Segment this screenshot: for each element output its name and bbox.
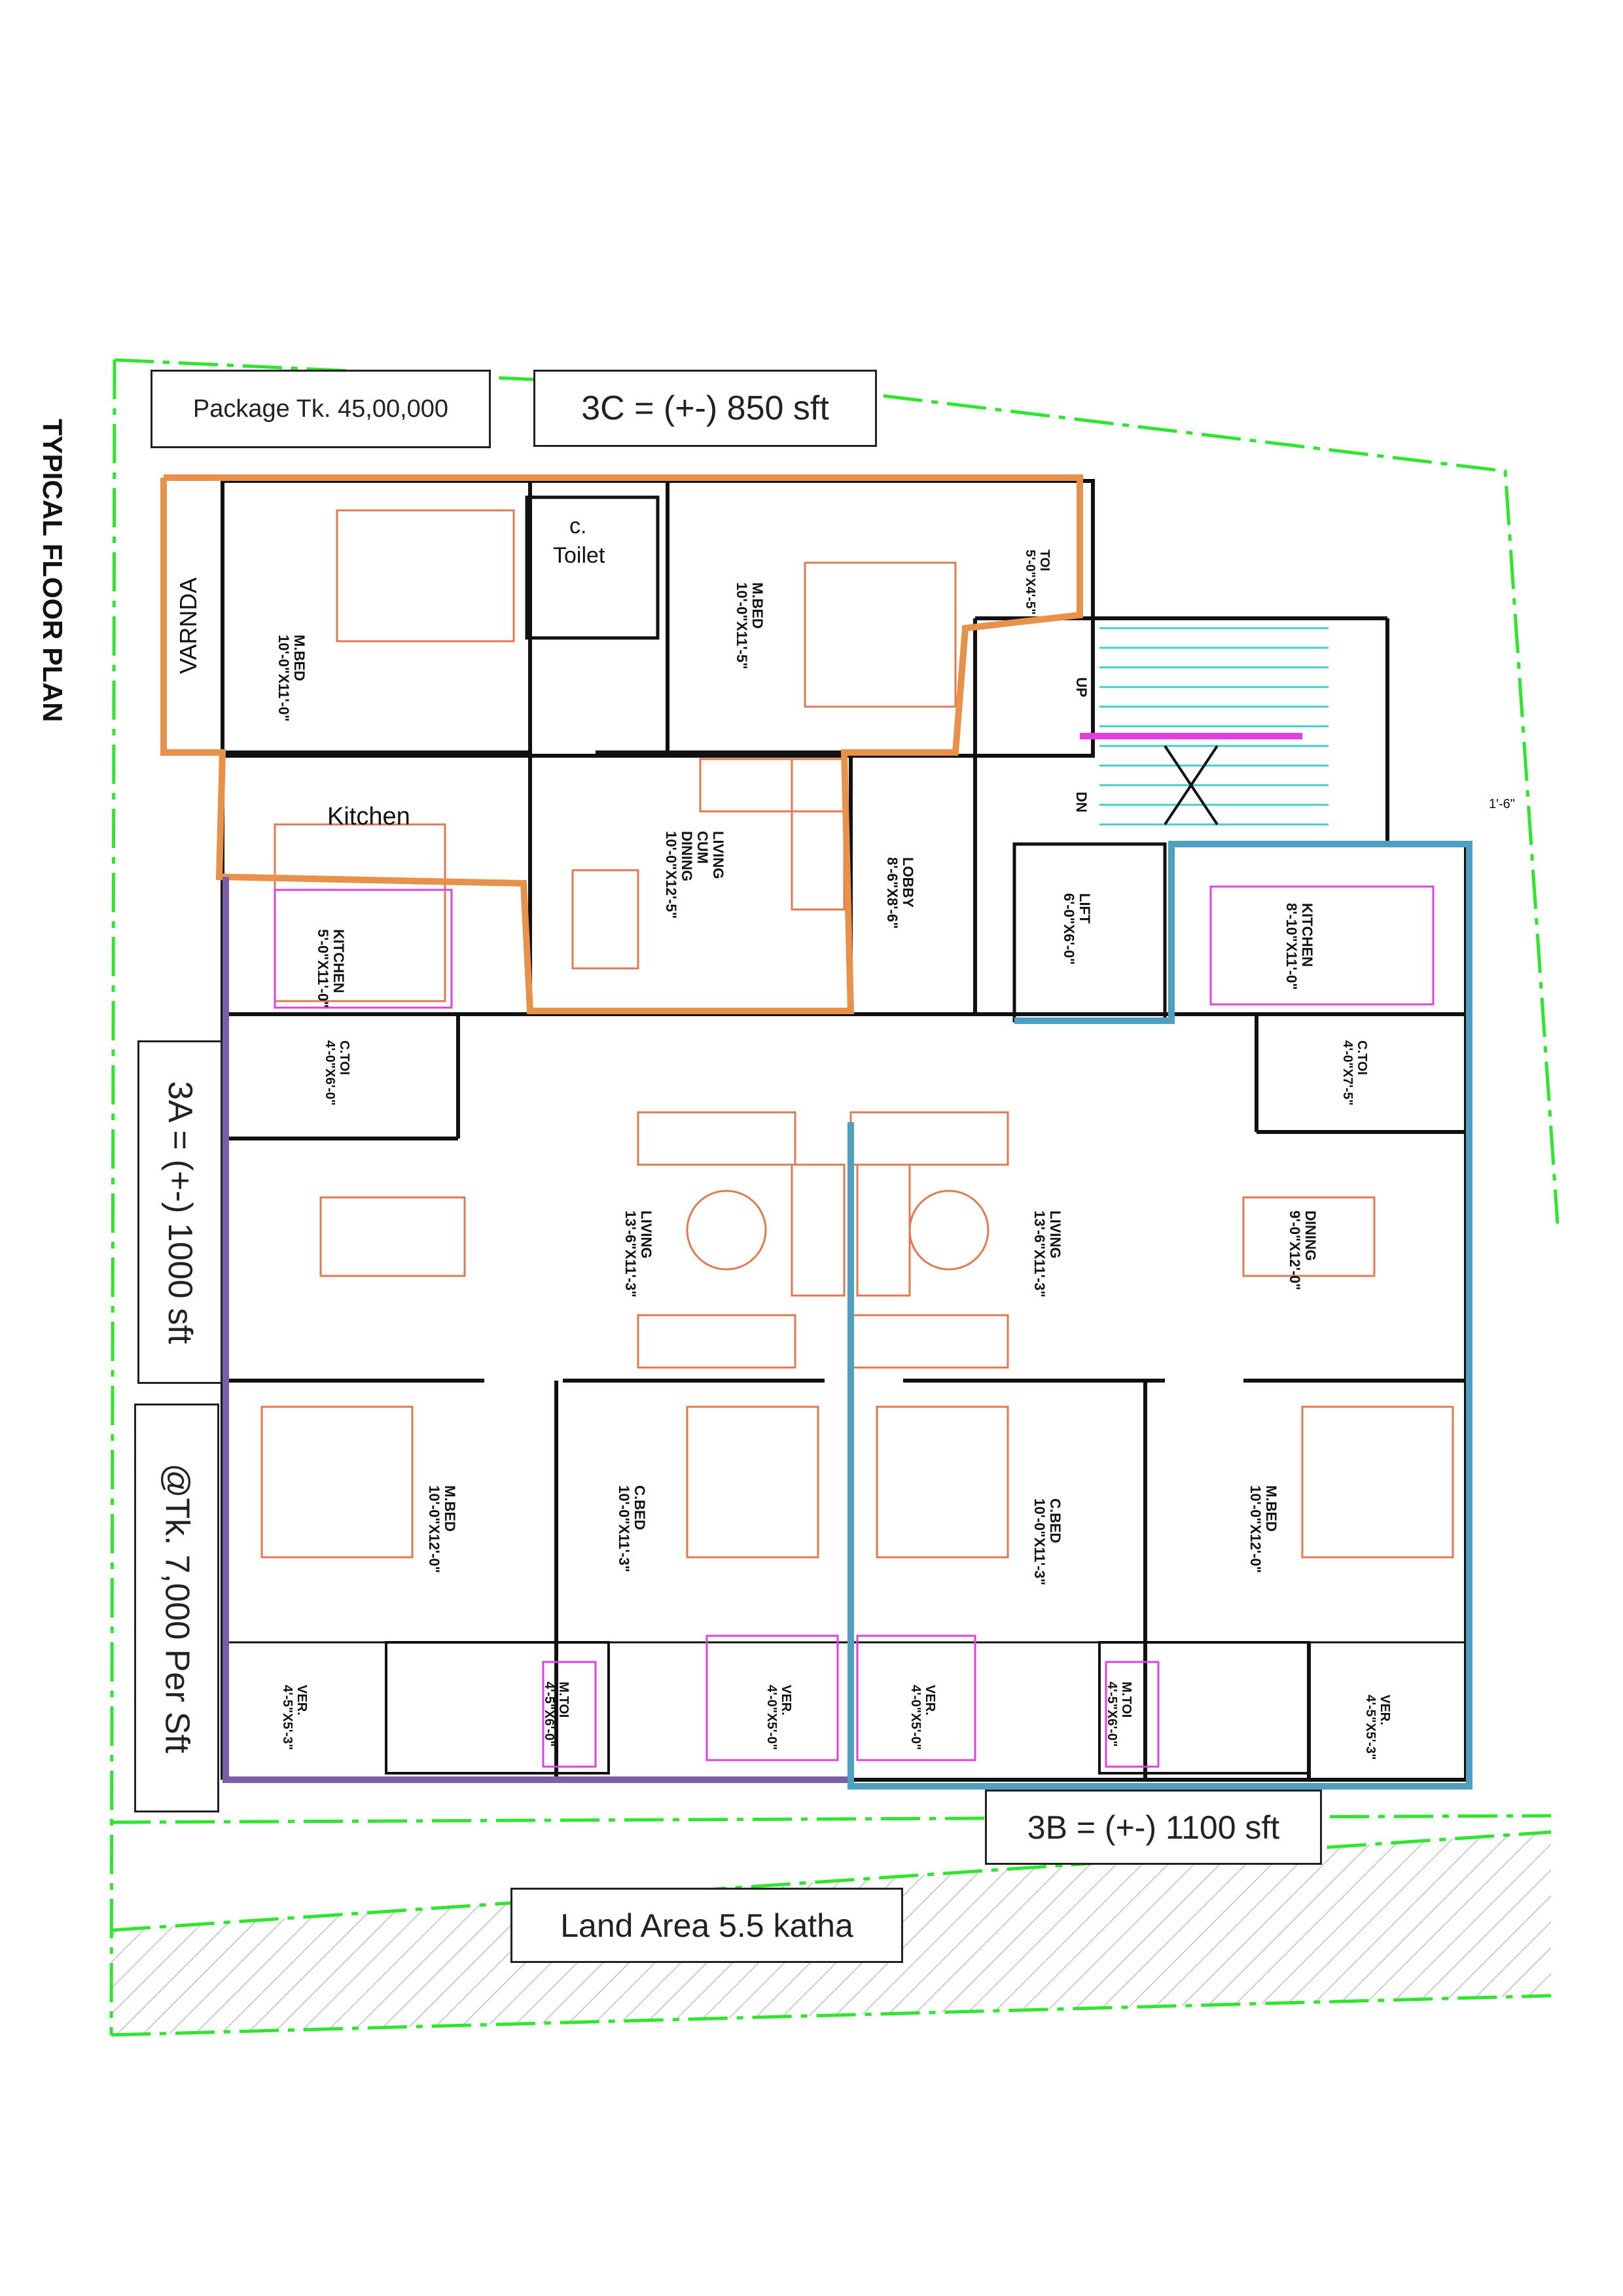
unit-3a-area-box: 3A = (+-) 1000 sft [137,1040,223,1384]
unit-3c-area-box: 3C = (+-) 850 sft [533,370,877,447]
room-ver-3b-1: VER.4'-0"X5'-0" [908,1685,937,1750]
misc-labels: VARNDA c. Toilet Kitchen UP DN 1'-6" [175,514,1515,830]
room-mtoi-3b: M.TOI4'-5"X6'-0" [1105,1682,1133,1747]
furniture [260,509,1454,1559]
room-cbed-3a: C.BED10'-0"X11'-3" [616,1485,648,1572]
unit-3c-outline [160,474,1083,1014]
room-lift: LIFT6'-0"X6'-0" [1061,893,1093,965]
room-ver-3b-2: VER.4'-5"X5'-3" [1363,1695,1392,1760]
label-varnda: VARNDA [175,578,202,674]
room-living-3a: LIVING13'-6"X11'-3" [622,1210,654,1298]
room-lobby: LOBBY8'-6"X8'-6" [884,857,916,929]
label-dn: DN [1073,792,1090,813]
room-living-3b: LIVING13'-6"X11'-3" [1031,1210,1063,1298]
unit-3a-area-text: 3A = (+-) 1000 sft [161,1080,199,1344]
room-ver-3a-1: VER.4'-5"X5'-3" [280,1685,309,1750]
room-mbed-3a: M.BED10'-0"X12'-0" [426,1485,458,1573]
plan-title: TYPICAL FLOOR PLAN [37,419,68,722]
rate-box: @Tk. 7,000 Per Sft [134,1404,219,1812]
label-c-toilet-1: c. [569,514,586,539]
room-mtoi-3a: M.TOI4'-5"X6'-0" [542,1682,571,1747]
label-up: UP [1073,677,1090,698]
room-ver-3a-2: VER.4'-0"X5'-0" [764,1685,793,1750]
room-dining-3b: DINING9'-0"X12'-0" [1287,1210,1319,1290]
label-kitchen-3c: Kitchen [327,803,410,830]
room-ctoi-3b: C.TOI4'-0"X7'-5" [1340,1040,1369,1106]
label-c-toilet-2: Toilet [553,543,605,568]
room-living-3c: LIVINGCUMDINING10'-0"X12'-5" [663,831,726,919]
dimension-tag: 1'-6" [1489,797,1515,811]
room-toi-3c: TOI5'-0"X4'-5" [1023,550,1052,615]
room-ctoi-3a: C.TOI4'-0"X6'-0" [323,1040,351,1106]
land-area-box: Land Area 5.5 katha [510,1888,903,1963]
room-mbed-3c-left: M.BED10'-0"X11'-0" [276,635,308,722]
pink-fixtures [274,885,1435,1768]
room-labels: M.BED10'-0"X11'-0" M.BED10'-0"X11'-5" TO… [276,550,1392,1760]
site-boundary [109,358,1560,2037]
room-cbed-3b: C.BED10'-0"X11'-3" [1031,1498,1063,1585]
unit-3b-area-box: 3B = (+-) 1100 sft [985,1790,1322,1865]
staircase [1080,627,1329,826]
room-kitchen-3b: KITCHEN8'-10"X11'-0" [1283,903,1315,990]
room-mbed-3c-right: M.BED10'-0"X11'-5" [734,582,766,669]
rate-text: @Tk. 7,000 Per Sft [158,1463,196,1753]
building-walls [221,479,1468,1782]
room-mbed-3b: M.BED10'-0"X12'-0" [1247,1485,1279,1573]
package-price-box: Package Tk. 45,00,000 [151,370,491,448]
unit-3b-outline [847,841,1472,1790]
room-kitchen-3a: KITCHEN5'-0"X11'-0" [315,929,347,1008]
